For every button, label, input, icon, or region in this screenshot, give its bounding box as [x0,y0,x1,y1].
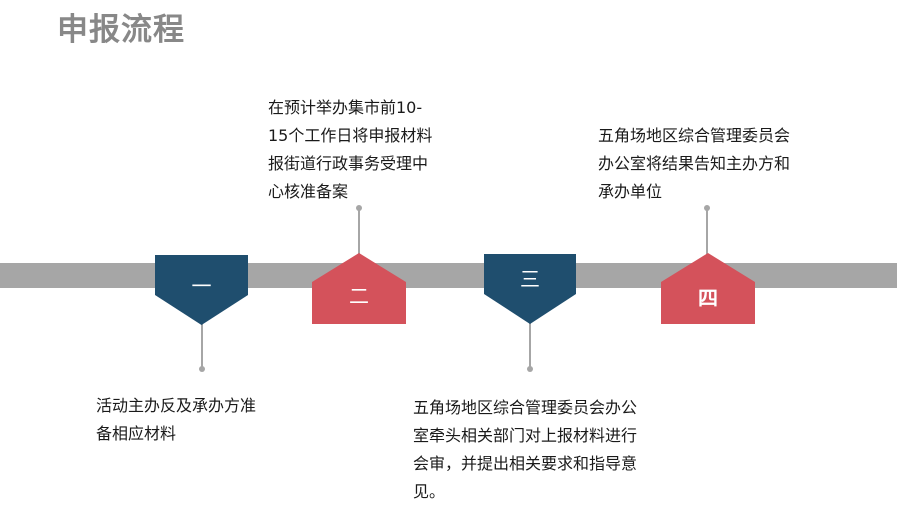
step-3-description-line: 五角场地区综合管理委员会办公 [413,398,638,417]
step-3-marker-shape [484,254,576,324]
page-title: 申报流程 [57,12,185,48]
step-4-description-line: 五角场地区综合管理委员会 [598,126,791,145]
step-3-description-line: 见。 [413,482,446,501]
step-1-connector-dot [199,366,205,372]
step-2-description-line: 心核准备案 [268,182,349,201]
step-1-marker-shape [155,255,248,325]
step-4-description: 五角场地区综合管理委员会 办公室将结果告知主办方和 承办单位 [598,122,790,206]
timeline-bar [0,263,897,288]
step-2-marker-shape [312,253,406,324]
step-2-connector [358,208,360,256]
step-2-description: 在预计举办集市前10- 15个工作日将申报材料 报街道行政事务受理中 心核准备案 [268,94,432,206]
step-3-label: 三 [520,267,540,291]
step-2-description-line: 15个工作日将申报材料 [268,126,433,145]
step-1-description-line: 备相应材料 [96,424,177,443]
step-1-description-line: 活动主办反及承办方准 [96,396,257,415]
step-3-marker: 三 [484,254,576,324]
step-4-description-line: 承办单位 [598,182,663,201]
step-4-description-line: 办公室将结果告知主办方和 [598,154,791,173]
step-1-marker: 一 [155,255,248,325]
step-1-connector [201,322,203,368]
step-3-description-line: 室牵头相关部门对上报材料进行 [413,426,638,445]
step-4-marker-shape [661,253,755,324]
step-2-marker: 二 [312,253,406,324]
step-4-connector [706,208,708,256]
step-3-connector-dot [527,366,533,372]
step-1-label: 一 [191,274,212,298]
step-1-description: 活动主办反及承办方准 备相应材料 [96,392,256,448]
step-3-description-line: 会审，并提出相关要求和指导意 [413,454,638,473]
step-4-marker: 四 [661,253,755,324]
step-2-description-line: 在预计举办集市前10- [268,98,423,117]
step-3-description: 五角场地区综合管理委员会办公 室牵头相关部门对上报材料进行 会审，并提出相关要求… [413,394,637,506]
step-2-label: 二 [349,284,369,308]
step-4-label: 四 [698,286,718,310]
step-3-connector [529,322,531,368]
step-2-description-line: 报街道行政事务受理中 [268,154,429,173]
